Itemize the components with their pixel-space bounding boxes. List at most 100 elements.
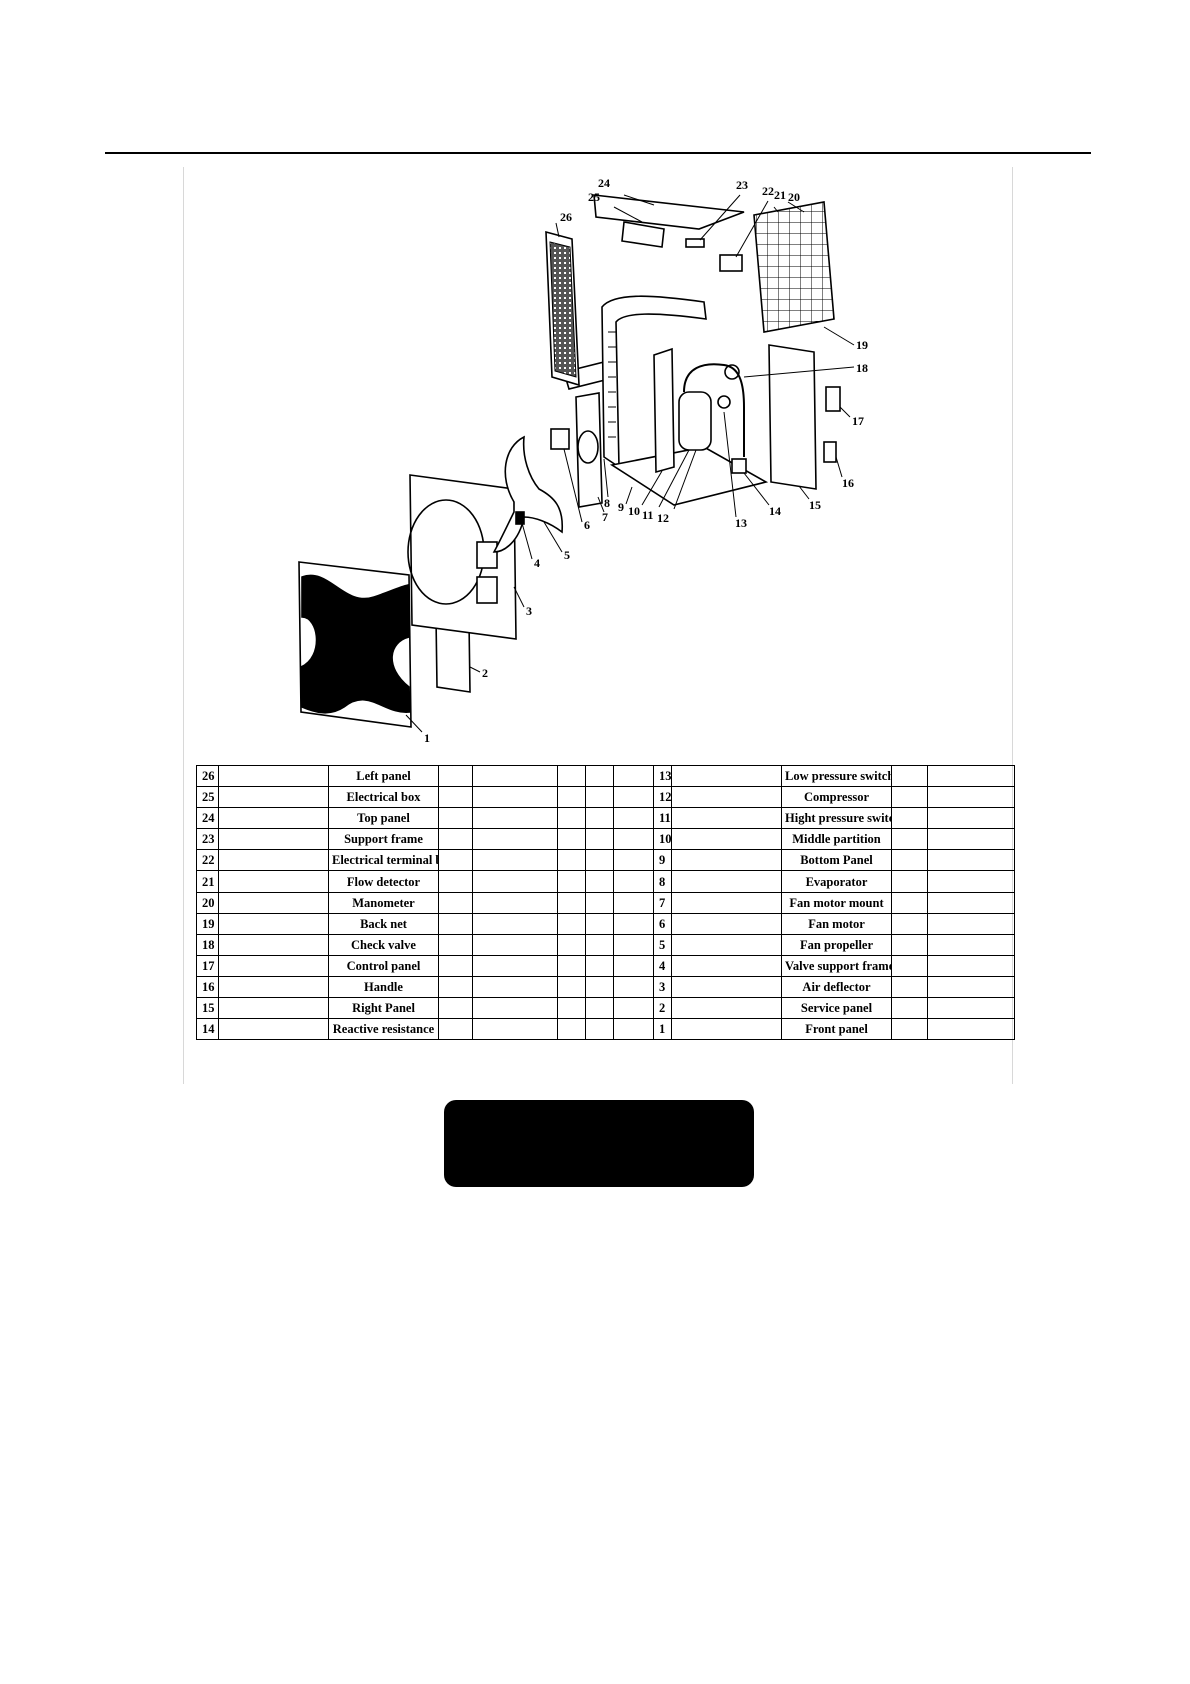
- callout-5: 5: [564, 548, 570, 562]
- right-spacer-cell: [671, 954, 782, 977]
- right-part-number: 9: [653, 849, 672, 872]
- left-part-number: 17: [196, 954, 219, 977]
- right-part-name: Bottom Panel: [781, 849, 892, 872]
- left-empty-cell: [557, 870, 586, 893]
- right-part-number: 8: [653, 870, 672, 893]
- right-part-number: 10: [653, 828, 672, 851]
- callout-17: 17: [852, 414, 864, 428]
- callout-1: 1: [424, 731, 430, 745]
- fan-motor-part: [550, 428, 570, 450]
- left-empty-cell: [613, 997, 654, 1020]
- left-empty-cell: [472, 807, 558, 830]
- callout-26: 26: [560, 210, 572, 224]
- callout-18: 18: [856, 361, 868, 375]
- left-empty-cell: [438, 997, 473, 1020]
- left-empty-cell: [557, 954, 586, 977]
- right-part-name: Hight pressure switch: [781, 807, 892, 830]
- left-part-number: 20: [196, 891, 219, 914]
- right-panel-part: [768, 344, 817, 490]
- left-empty-cell: [613, 870, 654, 893]
- left-part-number: 19: [196, 912, 219, 935]
- right-empty-cell: [891, 912, 928, 935]
- left-empty-cell: [438, 870, 473, 893]
- left-empty-cell: [585, 870, 614, 893]
- right-empty-cell: [927, 975, 1015, 999]
- left-empty-cell: [557, 975, 586, 999]
- left-part-name: Support frame: [328, 828, 439, 851]
- left-part-number: 24: [196, 807, 219, 830]
- right-spacer-cell: [671, 933, 782, 956]
- left-spacer-cell: [218, 764, 329, 788]
- left-empty-cell: [613, 849, 654, 872]
- callout-7: 7: [602, 510, 608, 524]
- left-empty-cell: [613, 786, 654, 809]
- left-part-number: 23: [196, 828, 219, 851]
- right-empty-cell: [927, 997, 1015, 1020]
- left-part-number: 15: [196, 997, 219, 1020]
- left-empty-cell: [613, 1018, 654, 1041]
- electrical-box-part: [621, 221, 665, 248]
- right-part-name: Fan motor: [781, 912, 892, 935]
- right-spacer-cell: [671, 891, 782, 914]
- left-part-name: Left panel: [328, 764, 439, 788]
- callout-4: 4: [534, 556, 540, 570]
- right-part-name: Evaporator: [781, 870, 892, 893]
- left-empty-cell: [557, 807, 586, 830]
- left-empty-cell: [472, 828, 558, 851]
- right-spacer-cell: [671, 786, 782, 809]
- handle-part: [823, 441, 837, 463]
- right-part-number: 2: [653, 997, 672, 1020]
- left-empty-cell: [585, 954, 614, 977]
- left-empty-cell: [438, 954, 473, 977]
- right-part-number: 3: [653, 975, 672, 999]
- right-spacer-cell: [671, 849, 782, 872]
- right-part-number: 4: [653, 954, 672, 977]
- left-part-name: Check valve: [328, 933, 439, 956]
- back-net-part: [753, 201, 835, 333]
- left-part-number: 25: [196, 786, 219, 809]
- left-empty-cell: [613, 954, 654, 977]
- right-part-name: Fan propeller: [781, 933, 892, 956]
- right-part-name: Middle partition: [781, 828, 892, 851]
- callout-20: 20: [788, 190, 800, 204]
- left-empty-cell: [585, 764, 614, 788]
- callout-25: 25: [588, 190, 600, 204]
- support-frame-part: [685, 238, 705, 248]
- callout-19: 19: [856, 338, 868, 352]
- right-empty-cell: [891, 870, 928, 893]
- left-spacer-cell: [218, 975, 329, 999]
- callout-3: 3: [526, 604, 532, 618]
- left-empty-cell: [438, 764, 473, 788]
- fan-motor-mount-part: [575, 392, 603, 508]
- left-part-number: 26: [196, 764, 219, 788]
- callout-21: 21: [774, 188, 786, 202]
- left-spacer-cell: [218, 933, 329, 956]
- right-part-number: 13: [653, 764, 672, 788]
- valve-support-frame-part: [515, 511, 525, 525]
- right-part-name: Fan motor mount: [781, 891, 892, 914]
- right-empty-cell: [927, 807, 1015, 830]
- left-empty-cell: [557, 891, 586, 914]
- right-empty-cell: [891, 1018, 928, 1041]
- left-part-name: Handle: [328, 975, 439, 999]
- right-empty-cell: [891, 849, 928, 872]
- callout-24: 24: [598, 176, 610, 190]
- callout-23: 23: [736, 178, 748, 192]
- left-part-name: Electrical box: [328, 786, 439, 809]
- table-row: 23 Support frame 10 Middle partition: [196, 828, 1015, 851]
- right-empty-cell: [927, 912, 1015, 935]
- right-empty-cell: [927, 933, 1015, 956]
- left-spacer-cell: [218, 870, 329, 893]
- right-part-number: 7: [653, 891, 672, 914]
- left-empty-cell: [472, 997, 558, 1020]
- left-part-number: 22: [196, 849, 219, 872]
- right-part-number: 12: [653, 786, 672, 809]
- left-empty-cell: [438, 849, 473, 872]
- left-empty-cell: [585, 1018, 614, 1041]
